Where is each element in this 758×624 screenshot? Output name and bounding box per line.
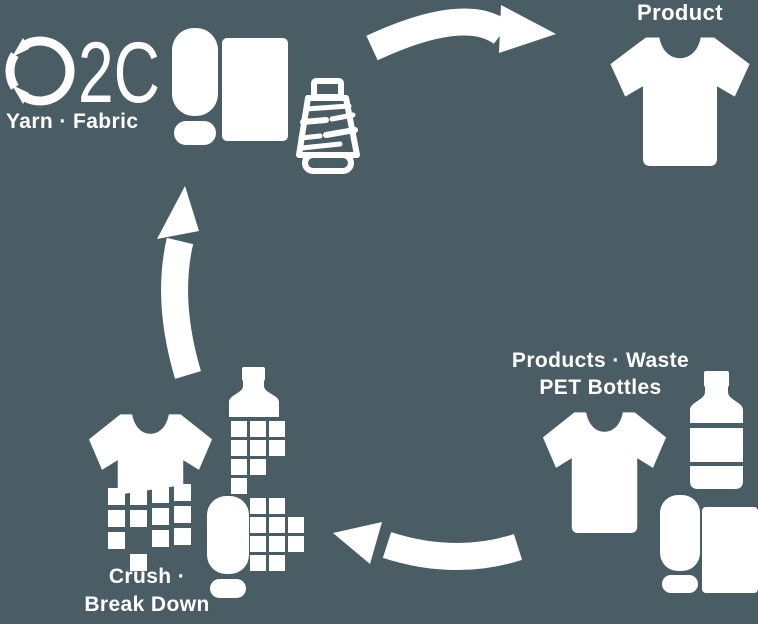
fragment-square xyxy=(269,536,285,552)
bolt-roll-cap xyxy=(174,121,216,145)
crush-label-line1: Crush · xyxy=(108,565,186,588)
fragment-square xyxy=(250,517,266,533)
bolt-roll xyxy=(660,495,700,571)
yarn-cone-icon xyxy=(296,78,360,176)
fragment-square xyxy=(231,440,247,456)
c2c-logo: 2C xyxy=(2,25,162,121)
arrow-to-crush-icon xyxy=(325,512,525,574)
fragment-square xyxy=(250,555,266,571)
bolt-sheet xyxy=(702,507,758,593)
fragment-square xyxy=(269,498,285,514)
crush-label: Crush · Break Down xyxy=(58,563,236,619)
fragment-square xyxy=(174,528,191,545)
fragment-square xyxy=(269,555,285,571)
fragment-square xyxy=(250,459,266,475)
fragment-square xyxy=(108,532,125,549)
crushed-bottle-icon xyxy=(229,367,279,417)
waste-label-line1: Products · Waste xyxy=(511,349,690,372)
bolt-roll-cap xyxy=(210,579,246,598)
waste-label-line2: PET Bottles xyxy=(539,376,662,399)
bolt-roll xyxy=(207,496,249,574)
yarn-fabric-label: Yarn · Fabric xyxy=(6,110,139,133)
fragment-square xyxy=(130,488,147,505)
fragment-square xyxy=(174,506,191,523)
fragment-square xyxy=(231,478,247,494)
fragment-square xyxy=(130,510,147,527)
pet-bottle-icon xyxy=(690,371,743,489)
fabric-bolt-icon xyxy=(170,25,292,147)
fragment-square xyxy=(288,536,304,552)
crushed-roll-icon xyxy=(207,496,251,600)
fragment-square xyxy=(250,440,266,456)
fragment-square xyxy=(269,421,285,437)
bolt-sheet xyxy=(222,38,288,141)
c2c-cycle-c-icon: 2C xyxy=(5,25,160,121)
fragment-square xyxy=(269,517,285,533)
logo-tail-text: 2C xyxy=(78,25,160,121)
fragment-square xyxy=(250,498,266,514)
arrow-to-product-icon xyxy=(365,5,561,67)
fragment-square xyxy=(152,508,169,525)
product-tshirt-icon xyxy=(606,36,754,167)
product-label: Product xyxy=(637,0,723,25)
fragment-square xyxy=(108,510,125,527)
waste-tshirt-icon xyxy=(539,411,670,533)
fragment-square xyxy=(108,488,125,505)
fragment-square xyxy=(269,440,285,456)
bolt-roll-cap xyxy=(662,575,698,593)
fragment-square xyxy=(250,536,266,552)
fragment-square xyxy=(231,459,247,475)
fragment-square xyxy=(288,517,304,533)
fragment-square xyxy=(174,484,191,501)
crushed-tshirt-icon xyxy=(85,413,216,535)
fragment-square xyxy=(130,554,147,571)
fragment-square xyxy=(231,421,247,437)
waste-fabric-bolt-icon xyxy=(658,493,758,595)
crush-label-line2: Break Down xyxy=(84,593,210,616)
fragment-square xyxy=(250,421,266,437)
bolt-roll xyxy=(172,28,218,116)
fragment-square xyxy=(152,486,169,503)
waste-label: Products · Waste PET Bottles xyxy=(498,347,703,401)
fragment-square xyxy=(152,530,169,547)
arrow-to-yarn-icon xyxy=(152,183,220,381)
